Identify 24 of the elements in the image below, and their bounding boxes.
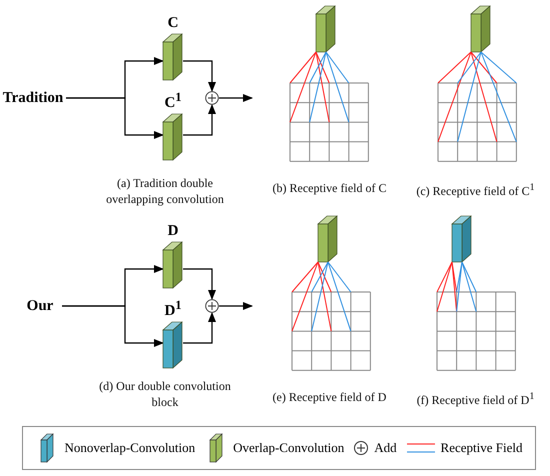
legend-label: Overlap-Convolution — [233, 440, 344, 456]
block-label: C$^{1}$ — [163, 89, 183, 112]
panel-caption: (b) Receptive field of C — [272, 180, 388, 196]
panel-caption: (c) Receptive field of C$^{1}$ — [415, 181, 536, 199]
input-label: Our — [18, 296, 62, 316]
arrow — [183, 312, 216, 344]
panel-caption: (e) Receptive field of D — [272, 389, 388, 405]
arrow — [66, 97, 164, 139]
panel-caption: (d) Our double convolution block — [98, 378, 232, 410]
input-label: Tradition — [0, 88, 66, 108]
block-label: C — [166, 14, 180, 32]
arrow — [219, 302, 253, 310]
block-label: D$^{1}$ — [163, 297, 183, 320]
block-label: D — [166, 222, 180, 240]
legend-label: Receptive Field — [440, 440, 522, 456]
legend-label: Nonoverlap-Convolution — [64, 440, 196, 456]
panel-caption: (f) Receptive field of D$^{1}$ — [416, 390, 536, 408]
arrow — [183, 104, 216, 136]
arrow — [183, 268, 216, 300]
panel-caption: (a) Tradition double overlapping convolution — [105, 175, 225, 207]
arrow — [183, 60, 216, 92]
arrow — [62, 305, 164, 347]
legend-label: Add — [374, 440, 397, 456]
arrow — [219, 94, 253, 102]
